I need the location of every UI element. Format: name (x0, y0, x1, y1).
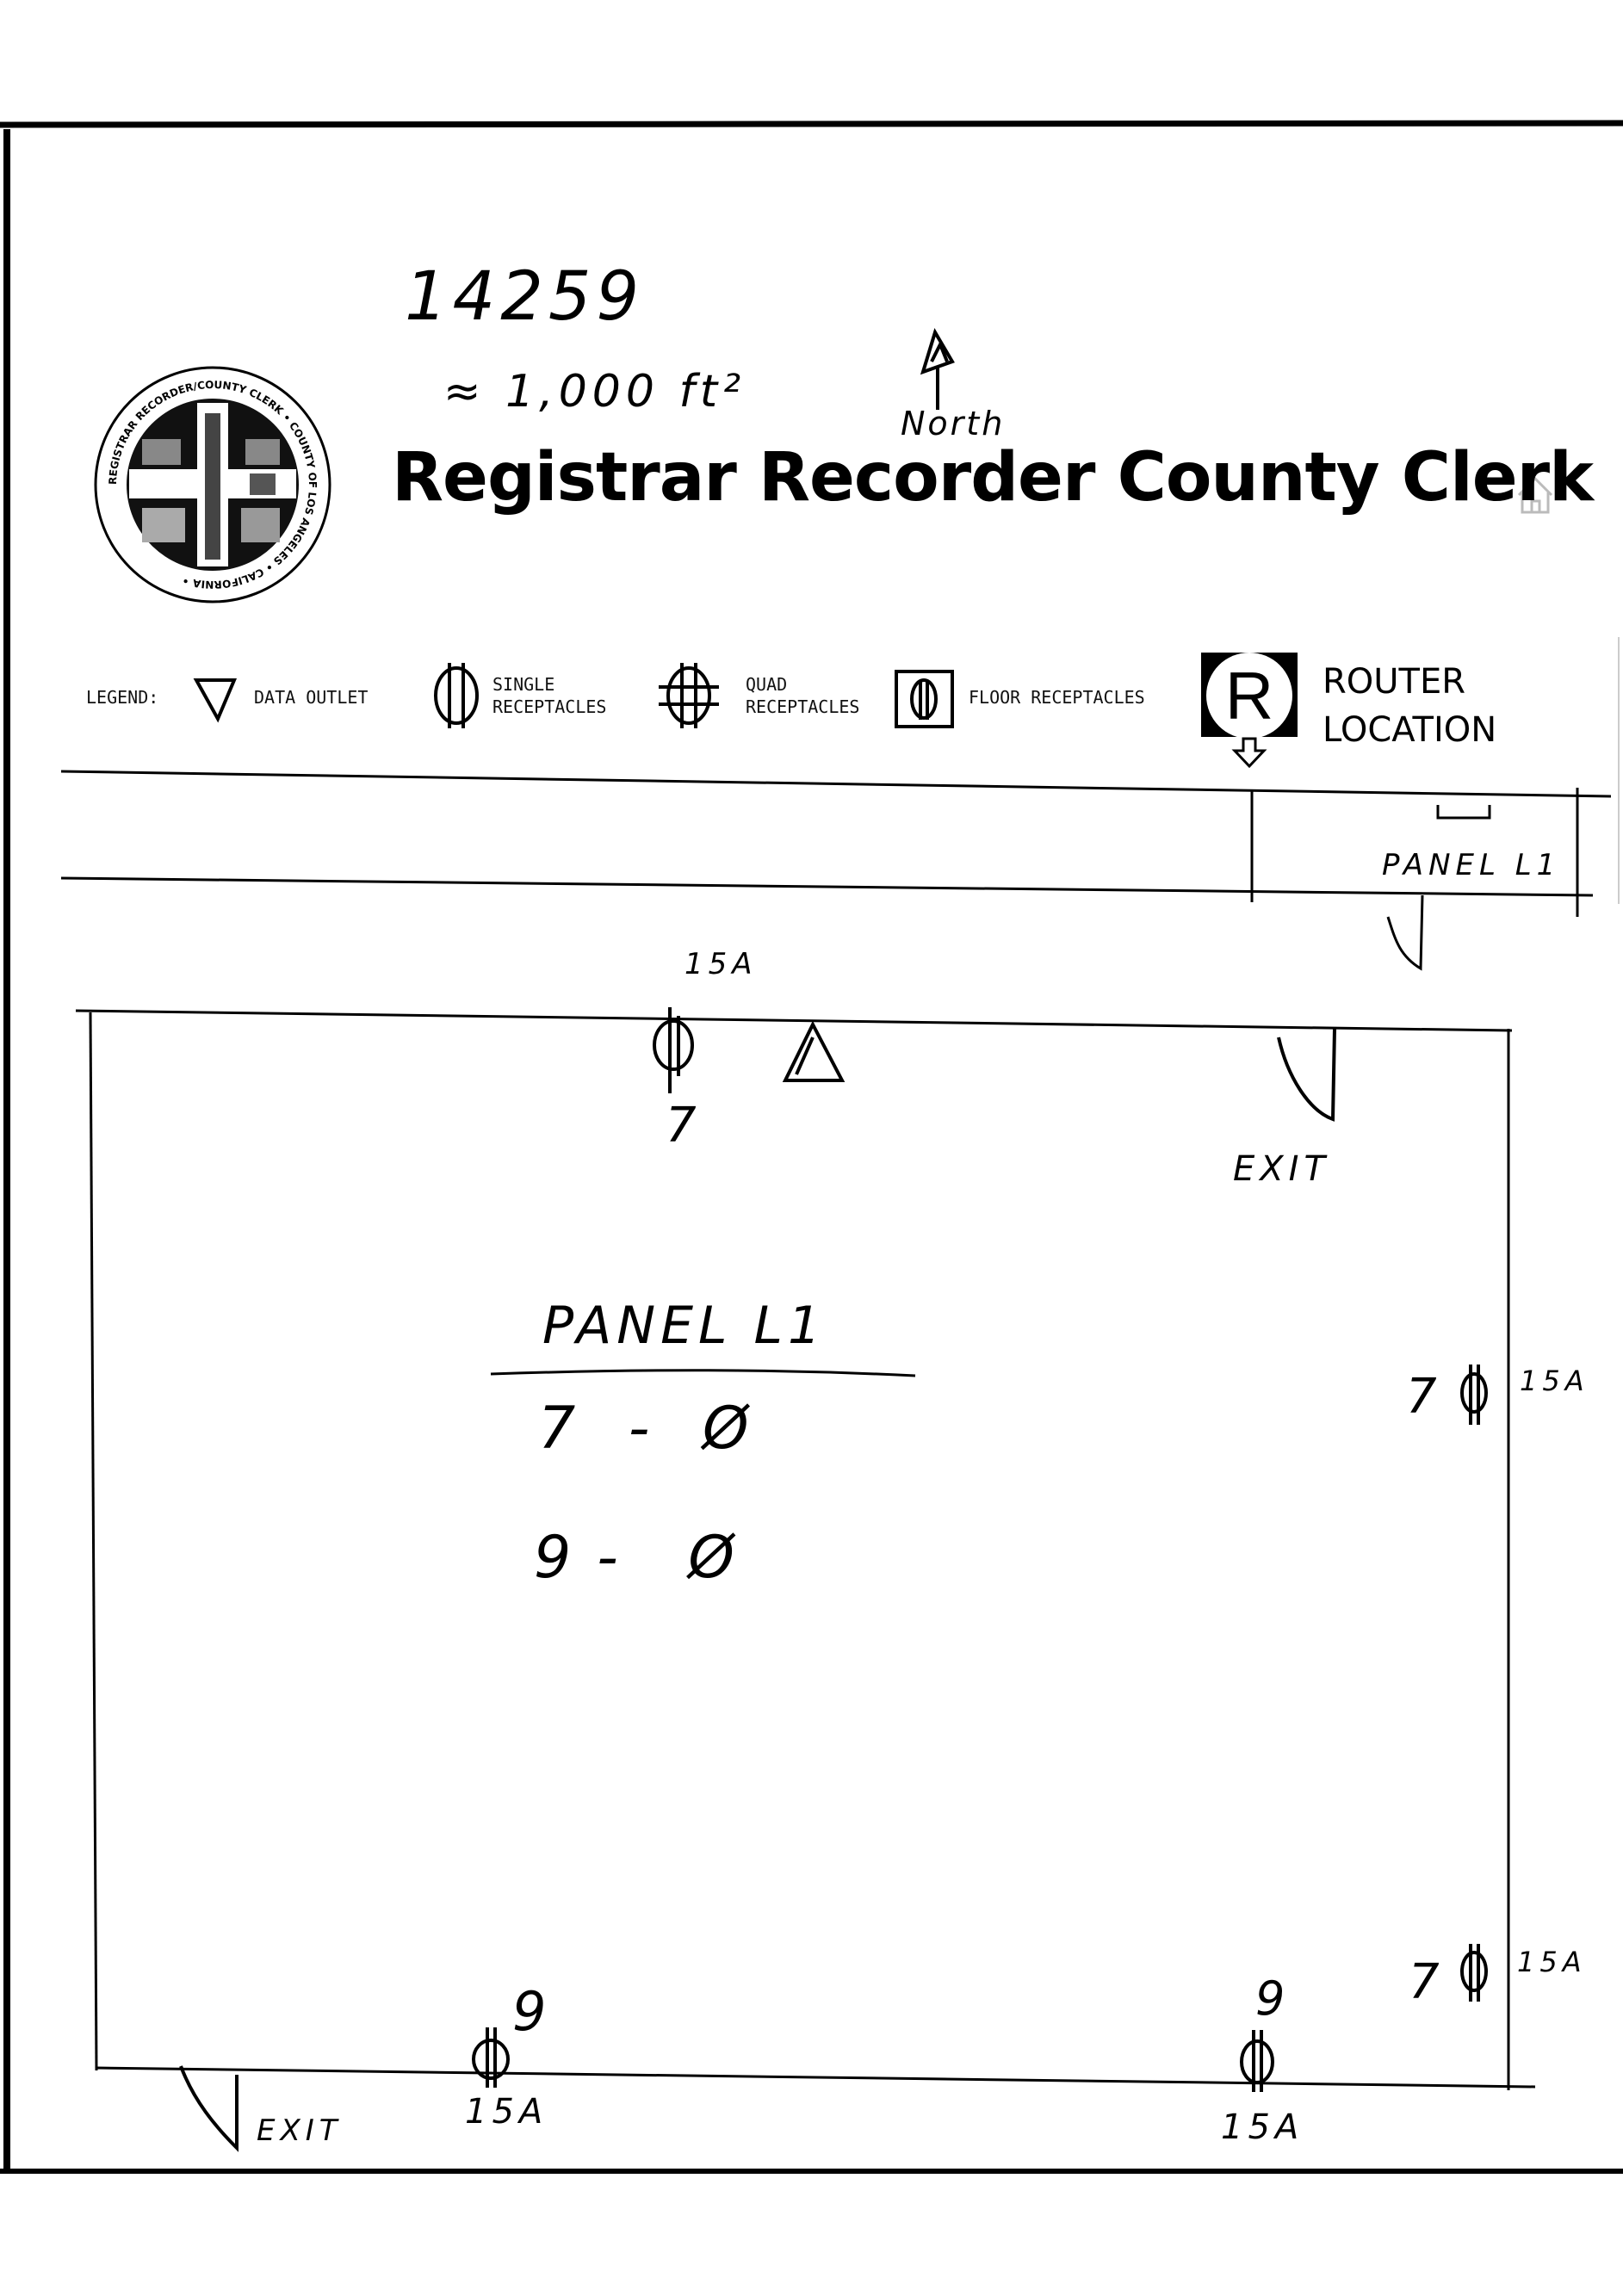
legend-data-outlet: DATA OUTLET (254, 687, 369, 708)
bottom-mid-circuit: 9 (1255, 1971, 1291, 2026)
corridor-panel-label: PANEL L1 (1382, 848, 1561, 882)
right-lower-circuit: 7 (1409, 1954, 1445, 2010)
north-label: North (901, 405, 1006, 442)
scan-top-edge (0, 120, 1623, 128)
bottom-mid-amp: 15A (1221, 2107, 1304, 2147)
area-note: ≈ 1,000 ft² (443, 366, 746, 418)
right-upper-amp: 15A (1520, 1365, 1589, 1397)
floor-receptacle-icon (895, 670, 954, 728)
panel-box-icon (1436, 805, 1491, 820)
single-receptacle-icon (1240, 2030, 1274, 2092)
single-receptacle-icon (1460, 1365, 1488, 1425)
right-upper-circuit: 7 (1406, 1369, 1442, 1425)
top-exit-label: EXIT (1233, 1149, 1330, 1189)
svg-text:R: R (1225, 658, 1273, 733)
legend-floor-receptacles: FLOOR RECEPTACLES (969, 687, 1145, 708)
data-outlet-icon (782, 1020, 846, 1082)
legend-label: LEGEND: (86, 687, 159, 708)
bottom-exit-label: EXIT (257, 2113, 343, 2148)
north-arrow-icon (920, 328, 955, 410)
door-swing-icon (1386, 894, 1424, 971)
top-receptacle-amp: 15A (685, 947, 758, 981)
single-receptacle-icon (472, 2027, 510, 2088)
single-receptacle-icon (1460, 1944, 1488, 2002)
bottom-left-amp: 15A (465, 2092, 548, 2132)
legend-quad-receptacles: QUAD RECEPTACLES (746, 674, 860, 717)
corridor-wall-bottom (60, 876, 1594, 897)
page-title: Registrar Recorder County Clerk (392, 439, 1594, 517)
single-receptacle-icon (653, 1007, 694, 1093)
county-seal-logo: REGISTRAR RECORDER/COUNTY CLERK • COUNTY… (94, 366, 331, 603)
home-icon (1517, 476, 1553, 514)
corridor-wall-top (60, 770, 1612, 798)
id-number: 14259 (405, 258, 645, 336)
legend-router-location: ROUTER LOCATION (1323, 662, 1497, 750)
data-outlet-icon (193, 678, 238, 723)
right-lower-amp: 15A (1517, 1946, 1587, 1978)
quad-receptacle-icon (659, 663, 719, 728)
bottom-left-circuit: 9 (512, 1980, 552, 2043)
exit-door-swing-icon (1277, 1028, 1336, 1122)
room-outline (75, 1009, 1536, 2090)
exit-door-swing-icon (179, 2065, 238, 2152)
panel-note-line: 7 - Ø (538, 1395, 766, 1463)
legend-single-receptacles: SINGLE RECEPTACLES (492, 674, 607, 717)
single-receptacle-icon (434, 663, 479, 728)
top-receptacle-circuit: 7 (666, 1098, 702, 1154)
panel-note-underline (490, 1369, 916, 1377)
router-location-icon: R (1201, 653, 1298, 769)
panel-note-line: 9- Ø (534, 1524, 760, 1592)
panel-note-title: PANEL L1 (542, 1296, 827, 1356)
